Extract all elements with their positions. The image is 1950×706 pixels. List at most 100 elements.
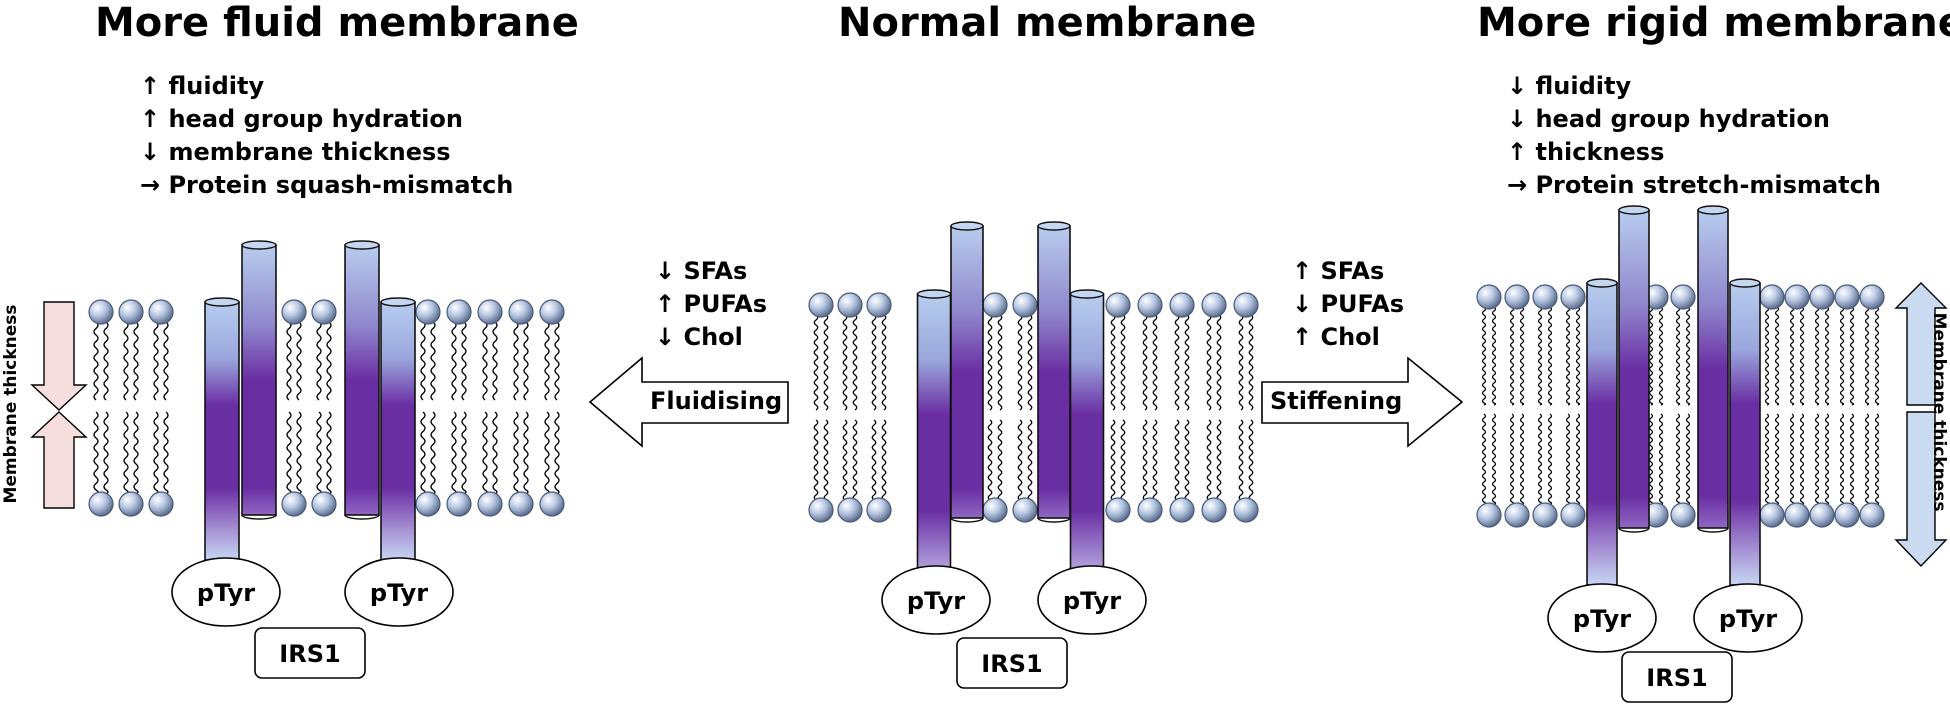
- protein-bottom-edge: [241, 514, 277, 520]
- lipid-tail: [286, 321, 292, 401]
- lipid-tail: [1027, 314, 1033, 411]
- lipid-tail: [987, 419, 993, 501]
- lipid-tail: [823, 419, 829, 501]
- lipid-head: [148, 491, 174, 517]
- lipid-head: [1784, 284, 1810, 310]
- lipid-tail: [1565, 413, 1571, 506]
- lipid-tail: [1814, 413, 1820, 506]
- protein-bottom-edge: [1697, 527, 1729, 533]
- lipid-tail: [1248, 314, 1254, 411]
- lipid-tail: [1675, 413, 1681, 506]
- transmembrane-protein: [380, 301, 416, 561]
- lipid-head: [982, 292, 1008, 318]
- lipid-head: [1201, 292, 1227, 318]
- lipid-head: [1105, 497, 1131, 523]
- protein-top-cap: [1037, 221, 1071, 231]
- protein-bottom-edge: [1037, 517, 1071, 523]
- lipid-tail: [482, 411, 488, 495]
- lipid-tail: [1814, 306, 1820, 406]
- lipid-tail: [554, 321, 560, 401]
- stiffening-label: Stiffening: [1270, 387, 1403, 415]
- irs1-label: IRS1: [1646, 664, 1707, 692]
- lipid-tail: [326, 321, 332, 401]
- lipid-tail: [871, 314, 877, 411]
- fluid-thickness-label: Membrane thickness: [1, 304, 21, 503]
- lipid-tail: [133, 321, 139, 401]
- transmembrane-protein: [1729, 282, 1761, 586]
- lipid-tail: [1547, 306, 1553, 406]
- protein-top-cap: [950, 221, 984, 231]
- ptyr-label: pTyr: [1719, 605, 1777, 633]
- lipid-head: [1233, 292, 1259, 318]
- lipid-tail: [523, 411, 529, 495]
- rigid-effect-item: ↑ thickness: [1507, 138, 1665, 166]
- lipid-tail: [513, 411, 519, 495]
- lipid-tail: [1216, 419, 1222, 501]
- lipid-head: [837, 292, 863, 318]
- lipid-tail: [1799, 306, 1805, 406]
- lipid-tail: [1575, 306, 1581, 406]
- fluid-effect-item: ↓ membrane thickness: [140, 138, 451, 166]
- lipid-tail: [1481, 413, 1487, 506]
- lipid-tail: [430, 321, 436, 401]
- lipid-tail: [163, 411, 169, 495]
- lipid-head: [1169, 292, 1195, 318]
- irs1-box: [956, 637, 1068, 689]
- lipid-tail: [123, 411, 129, 495]
- lipid-head: [1759, 502, 1785, 528]
- lipid-tail: [1174, 314, 1180, 411]
- lipid-tail: [544, 321, 550, 401]
- normal-membrane-title: Normal membrane: [838, 0, 1257, 46]
- lipid-head: [1532, 502, 1558, 528]
- lipid-head: [88, 299, 114, 325]
- lipid-tail: [93, 321, 99, 401]
- lipid-tail: [451, 411, 457, 495]
- lipid-tail: [1142, 419, 1148, 501]
- ptyr-label: pTyr: [370, 579, 428, 607]
- lipid-head: [1201, 497, 1227, 523]
- lipid-head: [118, 299, 144, 325]
- lipid-tail: [420, 321, 426, 401]
- transmembrane-protein: [950, 225, 984, 519]
- lipid-tail: [1238, 419, 1244, 501]
- ptyr-label: pTyr: [1573, 605, 1631, 633]
- lipid-head: [1504, 284, 1530, 310]
- ptyr-label: pTyr: [1063, 587, 1121, 615]
- lipid-head: [1012, 497, 1038, 523]
- lipid-tail: [1491, 306, 1497, 406]
- lipid-tail: [1206, 314, 1212, 411]
- lipid-tail: [153, 321, 159, 401]
- lipid-tail: [1874, 306, 1880, 406]
- lipid-tail: [1537, 413, 1543, 506]
- ptyr-ellipse: [1547, 583, 1657, 653]
- lipid-head: [1137, 497, 1163, 523]
- lipid-tail: [1658, 413, 1664, 506]
- lipid-tail: [296, 411, 302, 495]
- lipid-tail: [1685, 413, 1691, 506]
- lipid-tail: [1110, 419, 1116, 501]
- irs1-label: IRS1: [981, 650, 1042, 678]
- lipid-tail: [852, 419, 858, 501]
- irs1-box: [1621, 651, 1733, 703]
- lipid-head: [1012, 292, 1038, 318]
- transmembrane-protein: [1037, 225, 1071, 519]
- lipid-tail: [492, 321, 498, 401]
- protein-top-cap: [1729, 278, 1761, 288]
- fluid-effect-item: ↑ head group hydration: [140, 105, 463, 133]
- lipid-tail: [1184, 314, 1190, 411]
- lipid-head: [866, 497, 892, 523]
- protein-top-cap: [1586, 278, 1618, 288]
- lipid-head: [88, 491, 114, 517]
- lipid-head: [311, 491, 337, 517]
- lipid-tail: [316, 321, 322, 401]
- lipid-head: [477, 491, 503, 517]
- lipid-tail: [1184, 419, 1190, 501]
- lipid-tail: [813, 419, 819, 501]
- lipid-tail: [1110, 314, 1116, 411]
- lipid-head: [1670, 284, 1696, 310]
- lipid-tail: [103, 321, 109, 401]
- lipid-tail: [1864, 413, 1870, 506]
- lipid-tail: [1509, 413, 1515, 506]
- lipid-tail: [492, 411, 498, 495]
